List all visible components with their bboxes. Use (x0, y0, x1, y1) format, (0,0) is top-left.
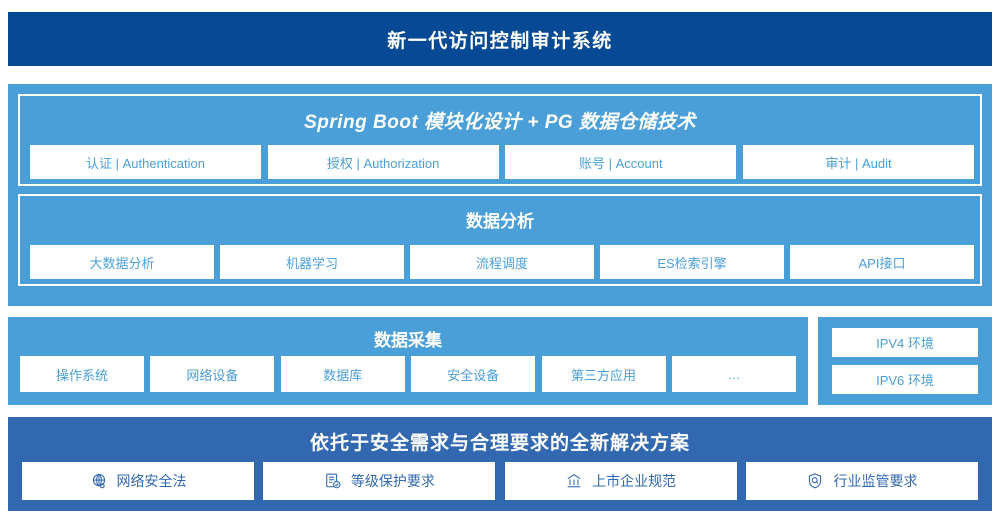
data-collection-section: 数据采集 操作系统 网络设备 数据库 安全设备 第三方应用 … (8, 317, 808, 405)
module-box-account[interactable]: 账号 | Account (505, 145, 737, 179)
analysis-box-machine-learning[interactable]: 机器学习 (220, 245, 404, 279)
data-collection-title: 数据采集 (374, 331, 442, 350)
analysis-box-bigdata[interactable]: 大数据分析 (30, 245, 214, 279)
compliance-label: 行业监管要求 (833, 473, 918, 489)
compliance-label: 上市企业规范 (592, 473, 677, 489)
compliance-list: 网络安全法 等级保护要求 (22, 462, 978, 500)
data-analysis-title: 数据分析 (466, 212, 534, 231)
data-analysis-panel: 数据分析 大数据分析 机器学习 流程调度 ES检索引擎 API接口 (18, 194, 982, 286)
collection-box-operating-system[interactable]: 操作系统 (20, 356, 144, 392)
ip-environment-section: IPV4 环境 IPV6 环境 (818, 317, 992, 405)
solution-title: 依托于安全需求与合理要求的全新解决方案 (309, 433, 690, 454)
solution-section: 依托于安全需求与合理要求的全新解决方案 网络安全法 (8, 417, 992, 511)
compliance-box-classified-protection[interactable]: 等级保护要求 (263, 462, 496, 500)
module-box-authorization[interactable]: 授权 | Authorization (267, 145, 499, 179)
bank-building-icon (565, 472, 583, 490)
globe-network-icon (90, 472, 108, 490)
ip-environment-box-ipv4[interactable]: IPV4 环境 (832, 328, 978, 357)
compliance-label: 网络安全法 (116, 473, 187, 489)
springboot-module-list: 认证 | Authentication 授权 | Authorization 账… (30, 145, 974, 179)
analysis-box-process-scheduling[interactable]: 流程调度 (410, 245, 594, 279)
shield-search-icon (806, 472, 824, 490)
data-collection-list: 操作系统 网络设备 数据库 安全设备 第三方应用 … (20, 356, 796, 392)
compliance-box-cybersecurity-law[interactable]: 网络安全法 (22, 462, 254, 500)
collection-box-security-device[interactable]: 安全设备 (411, 356, 536, 392)
ip-environment-box-ipv6[interactable]: IPV6 环境 (832, 365, 978, 394)
analysis-box-es-search[interactable]: ES检索引擎 (600, 245, 784, 279)
compliance-box-listed-company-standard[interactable]: 上市企业规范 (504, 462, 737, 500)
platform-section: Spring Boot 模块化设计 + PG 数据仓储技术 认证 | Authe… (8, 84, 992, 306)
document-check-icon (324, 472, 342, 490)
collection-box-database[interactable]: 数据库 (280, 356, 405, 392)
collection-box-third-party-app[interactable]: 第三方应用 (541, 356, 666, 392)
springboot-panel: Spring Boot 模块化设计 + PG 数据仓储技术 认证 | Authe… (18, 94, 982, 186)
collection-box-network-device[interactable]: 网络设备 (150, 356, 275, 392)
module-box-audit[interactable]: 审计 | Audit (742, 145, 974, 179)
page-title: 新一代访问控制审计系统 (387, 30, 613, 52)
page-header: 新一代访问控制审计系统 (8, 12, 992, 66)
collection-box-more[interactable]: … (671, 356, 796, 392)
analysis-box-api[interactable]: API接口 (790, 245, 974, 279)
springboot-title: Spring Boot 模块化设计 + PG 数据仓储技术 (304, 112, 696, 133)
data-analysis-list: 大数据分析 机器学习 流程调度 ES检索引擎 API接口 (30, 245, 974, 279)
compliance-label: 等级保护要求 (350, 473, 435, 489)
compliance-box-industry-regulation[interactable]: 行业监管要求 (745, 462, 978, 500)
ip-environment-list: IPV4 环境 IPV6 环境 (832, 328, 978, 394)
module-box-authentication[interactable]: 认证 | Authentication (30, 145, 261, 179)
